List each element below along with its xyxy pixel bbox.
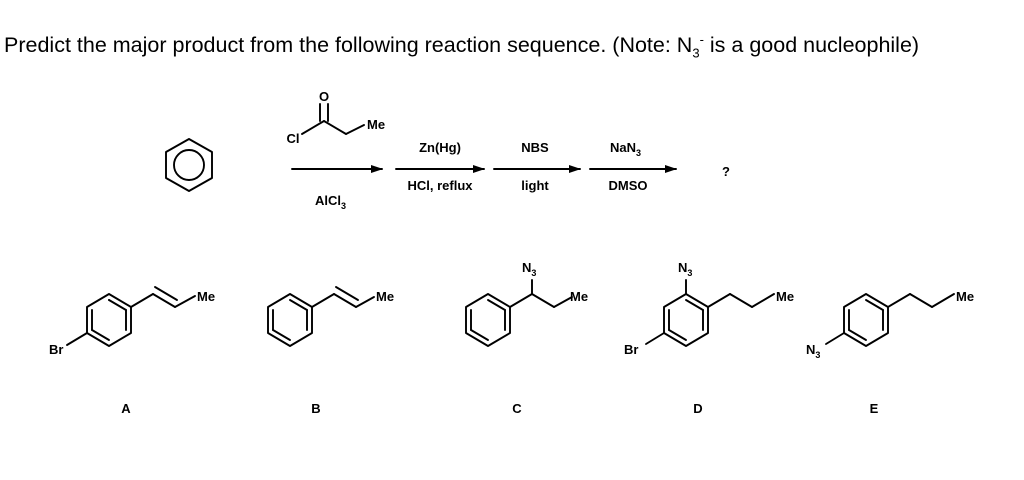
choice-c-structure: N3 Me — [465, 260, 588, 347]
step3-reagent-above: NBS — [521, 140, 549, 155]
propanoyl-chloride-reagent: O Cl Me — [287, 89, 386, 146]
step3-reagent-below: light — [521, 178, 549, 193]
azide-label: N3 — [522, 260, 536, 278]
choice-b-letter: B — [311, 401, 320, 416]
unknown-product: ? — [722, 164, 730, 179]
choice-e-letter: E — [870, 401, 879, 416]
methyl-label: Me — [197, 289, 215, 304]
bromo-label: Br — [624, 342, 638, 357]
choice-d-letter: D — [693, 401, 702, 416]
step2-reagent-above: Zn(Hg) — [419, 140, 461, 155]
step2-reagent-below: HCl, reflux — [407, 178, 473, 193]
question-sub: 3 — [692, 45, 700, 61]
methyl-label: Me — [956, 289, 974, 304]
methyl-label: Me — [570, 289, 588, 304]
atom-cl-label: Cl — [287, 131, 300, 146]
choice-a-structure: Br Me — [49, 286, 215, 357]
choice-a-letter: A — [121, 401, 131, 416]
choice-b-structure: Me — [267, 286, 394, 347]
methyl-label: Me — [776, 289, 794, 304]
azide-label: N3 — [806, 342, 820, 360]
step4-reagent-above: NaN3 — [610, 140, 641, 158]
methyl-label: Me — [367, 117, 385, 132]
catalyst-label: AlCl3 — [315, 193, 346, 211]
step4-reagent-below: DMSO — [609, 178, 648, 193]
question-text: Predict the major product from the follo… — [4, 26, 1020, 67]
atom-o-label: O — [319, 89, 329, 104]
methyl-label: Me — [376, 289, 394, 304]
choice-c-letter: C — [512, 401, 522, 416]
question-part-1: Predict the major product from the follo… — [4, 33, 693, 58]
question-sup: - — [699, 32, 704, 47]
choice-e-structure: N3 Me — [806, 289, 974, 360]
bromo-label: Br — [49, 342, 63, 357]
question-part-2: is a good nucleophile) — [703, 33, 920, 58]
azide-label: N3 — [678, 260, 692, 278]
benzene-starting-material — [165, 138, 213, 192]
choice-d-structure: N3 Br Me — [624, 260, 794, 357]
